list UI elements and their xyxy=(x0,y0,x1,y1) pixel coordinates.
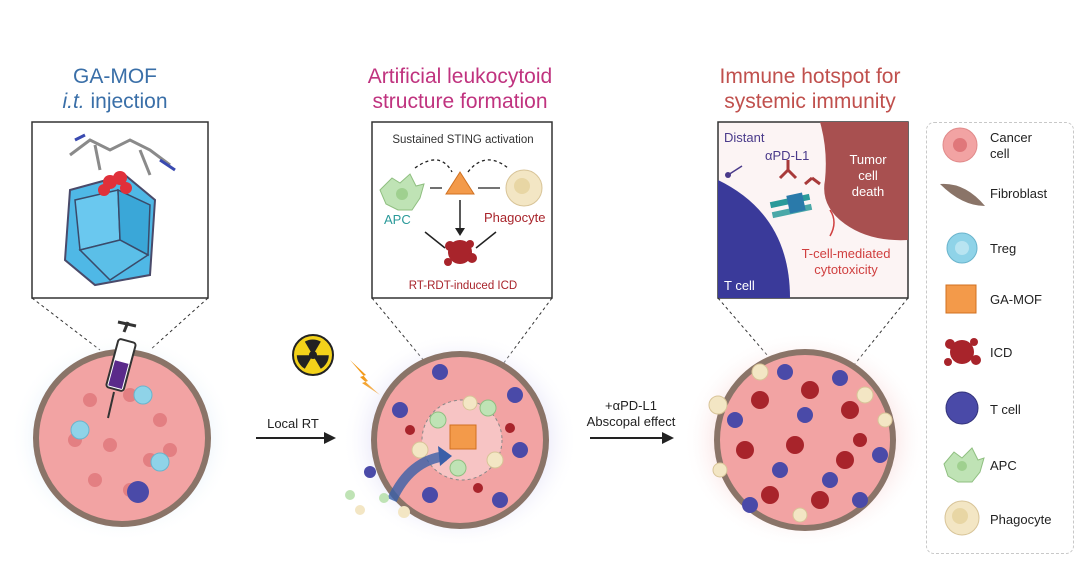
tumor-death-line1: Tumor xyxy=(849,152,887,167)
tumor-death-line3: death xyxy=(851,184,885,199)
tumor-panel3 xyxy=(712,349,896,531)
tumor-panel2 xyxy=(371,351,549,529)
panel2-title: Artificial leukocytoid structure formati… xyxy=(320,64,600,114)
tcell-label: T cell xyxy=(724,278,755,293)
tumor-panel1 xyxy=(33,349,211,527)
t-cell-icon xyxy=(945,391,979,425)
legend-cancer-line2: cell xyxy=(990,146,1010,161)
cytotoxicity-line2: cytotoxicity xyxy=(814,262,878,277)
legend-cancer-cell: Cancer cell xyxy=(990,130,1032,162)
fibroblast-icon xyxy=(940,183,985,206)
phagocyte-label: Phagocyte xyxy=(484,210,546,225)
treg-icon xyxy=(946,232,978,264)
legend-cancer-line1: Cancer xyxy=(990,130,1032,145)
abscopal-label: +αPD-L1 Abscopal effect xyxy=(576,398,686,430)
tumor-death-line2: cell xyxy=(858,168,878,183)
legend-icons xyxy=(940,127,985,536)
phagocyte-inset-icon xyxy=(505,169,543,207)
panel3-title-line2: systemic immunity xyxy=(724,90,896,113)
apc-inset-icon xyxy=(379,173,425,211)
abscopal-line2: Abscopal effect xyxy=(586,414,676,429)
local-rt-label: Local RT xyxy=(267,416,319,431)
phagocyte-icon xyxy=(944,500,980,536)
legend-icd: ICD xyxy=(990,345,1013,360)
sting-heading: Sustained STING activation xyxy=(392,134,534,146)
cytotoxicity-line1: T-cell-mediated xyxy=(801,246,891,261)
apc-label: APC xyxy=(384,212,411,227)
antibody-label: αPD-L1 xyxy=(765,148,810,163)
icd-inset-icon xyxy=(444,240,477,266)
icd-label: RT-RDT-induced ICD xyxy=(408,280,518,292)
antibody-icon xyxy=(778,160,821,186)
legend-fibroblast: Fibroblast xyxy=(990,186,1048,201)
panel1-title-italic: i.t. xyxy=(62,90,85,113)
panel1-title: GA-MOF i.t. injection xyxy=(20,64,210,114)
legend-phagocyte: Phagocyte xyxy=(990,512,1052,527)
tumor-death-label: Tumor cell death xyxy=(840,152,896,200)
mof-structure-icon xyxy=(63,133,176,287)
incoming-cells xyxy=(345,466,410,518)
legend-t-cell: T cell xyxy=(990,402,1021,417)
panel3-title: Immune hotspot for systemic immunity xyxy=(680,64,940,114)
icd-icon xyxy=(944,338,981,366)
panel3-title-line1: Immune hotspot for xyxy=(719,65,901,88)
syringe-icon xyxy=(105,320,137,419)
apc-icon xyxy=(943,447,985,483)
panel2-title-line2: structure formation xyxy=(372,90,548,113)
panel2-title-line1: Artificial leukocytoid xyxy=(367,65,553,88)
tcell-membrane xyxy=(718,180,790,298)
legend-ga-mof: GA-MOF xyxy=(990,292,1042,307)
abscopal-line1: +αPD-L1 xyxy=(605,398,657,413)
panel1-title-line2: i.t. injection xyxy=(20,89,210,114)
tumor-cell-death-region xyxy=(820,122,908,241)
cancer-cell-icon xyxy=(942,127,978,163)
panel1-title-rest: injection xyxy=(84,90,168,113)
legend-treg: Treg xyxy=(990,241,1017,256)
radiation-icon xyxy=(292,334,334,376)
distant-label: Distant xyxy=(724,130,765,145)
cytotoxicity-label: T-cell-mediated cytotoxicity xyxy=(790,246,902,278)
legend-apc: APC xyxy=(990,458,1017,473)
mof-inset-icon xyxy=(445,171,475,195)
immune-synapse-icon xyxy=(769,192,813,219)
legend xyxy=(926,122,1074,554)
ga-mof-icon xyxy=(945,284,977,314)
panel1-title-line1: GA-MOF xyxy=(73,65,157,88)
